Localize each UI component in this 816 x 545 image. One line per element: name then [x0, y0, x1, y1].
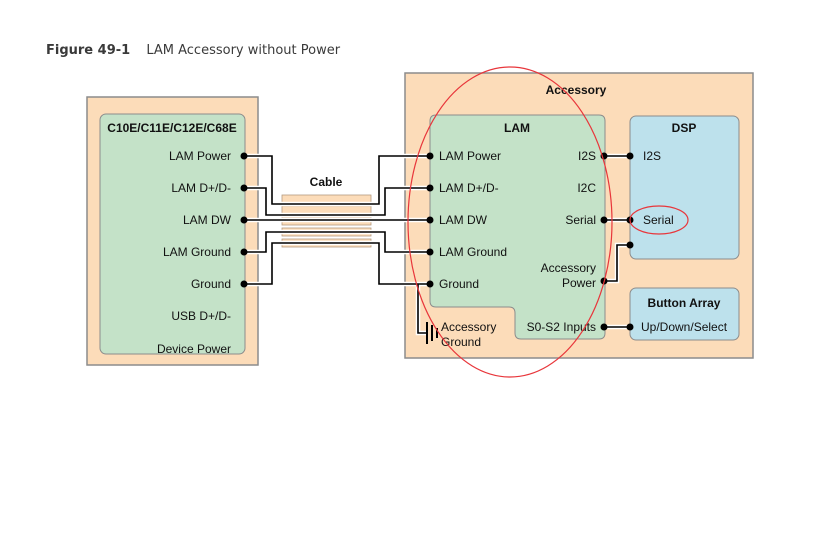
lam-pin-ground: Ground: [439, 277, 479, 291]
connection-dot: [426, 152, 434, 160]
device-pin-lam-dw: LAM DW: [183, 213, 232, 227]
wire-accessory-power: [605, 244, 630, 282]
device-pin-lam-ground: LAM Ground: [163, 245, 231, 259]
device-pin-usb: USB D+/D-: [171, 309, 231, 323]
device-title: C10E/C11E/C12E/C68E: [107, 121, 236, 135]
lam-pin-lam-dw: LAM DW: [439, 213, 488, 227]
connection-dot: [426, 216, 434, 224]
dsp-pin-serial: Serial: [643, 213, 674, 227]
device-inner-box: [99, 113, 246, 355]
lam-pin-i2c: I2C: [577, 181, 596, 195]
lam-pin-lam-dplus-dminus: LAM D+/D-: [439, 181, 499, 195]
device-pin-device-power: Device Power: [157, 342, 231, 356]
connection-dot: [240, 216, 248, 224]
connection-dot: [240, 280, 248, 288]
device-pin-lam-dplus-dminus: LAM D+/D-: [171, 181, 231, 195]
lam-highlight-annotation: [407, 66, 613, 378]
connection-dot: [426, 280, 434, 288]
connection-dot: [600, 323, 608, 331]
connection-dot: [240, 184, 248, 192]
lam-box: [429, 114, 606, 340]
accessory-ground-label-line1: Accessory: [441, 320, 496, 334]
connection-dot: [240, 152, 248, 160]
lam-pin-accessory-power-line1: Accessory: [541, 261, 596, 275]
connection-dot: [426, 184, 434, 192]
figure-caption: Figure 49-1 LAM Accessory without Power: [46, 43, 340, 58]
figure-number: Figure 49-1: [46, 43, 131, 58]
connection-dot: [626, 323, 634, 331]
connection-dot: [240, 248, 248, 256]
lam-pin-s0-s2-inputs: S0-S2 Inputs: [527, 320, 596, 334]
wire-lam-power: [244, 155, 429, 205]
lam-title: LAM: [504, 121, 530, 135]
wire-accessory-ground: [417, 284, 427, 334]
figure-title: LAM Accessory without Power: [146, 43, 341, 58]
button-array-box: [629, 287, 740, 341]
lam-pin-lam-power: LAM Power: [439, 149, 501, 163]
connection-dot: [600, 216, 608, 224]
lam-pin-serial: Serial: [565, 213, 596, 227]
connection-dot: [626, 241, 634, 249]
device-pin-lam-power: LAM Power: [169, 149, 231, 163]
dsp-pin-i2s: I2S: [643, 149, 661, 163]
button-array-pin-up-down-select: Up/Down/Select: [641, 320, 728, 334]
connection-dot: [626, 152, 634, 160]
lam-pin-i2s: I2S: [578, 149, 596, 163]
lam-pin-accessory-power-line2: Power: [562, 276, 596, 290]
wire-ground: [244, 242, 429, 285]
button-array-title: Button Array: [648, 296, 721, 310]
lam-pin-lam-ground: LAM Ground: [439, 245, 507, 259]
accessory-title: Accessory: [546, 83, 607, 97]
cable-label: Cable: [310, 175, 343, 189]
accessory-ground-label-line2: Ground: [441, 335, 481, 349]
wire-lam-ground: [244, 231, 429, 253]
wire-lam-dplus-dminus: [244, 187, 429, 216]
serial-highlight-annotation: [629, 205, 689, 235]
connection-dot: [426, 248, 434, 256]
dsp-box: [629, 115, 740, 260]
connection-dots: [240, 152, 634, 331]
dsp-title: DSP: [672, 121, 697, 135]
device-pin-ground: Ground: [191, 277, 231, 291]
